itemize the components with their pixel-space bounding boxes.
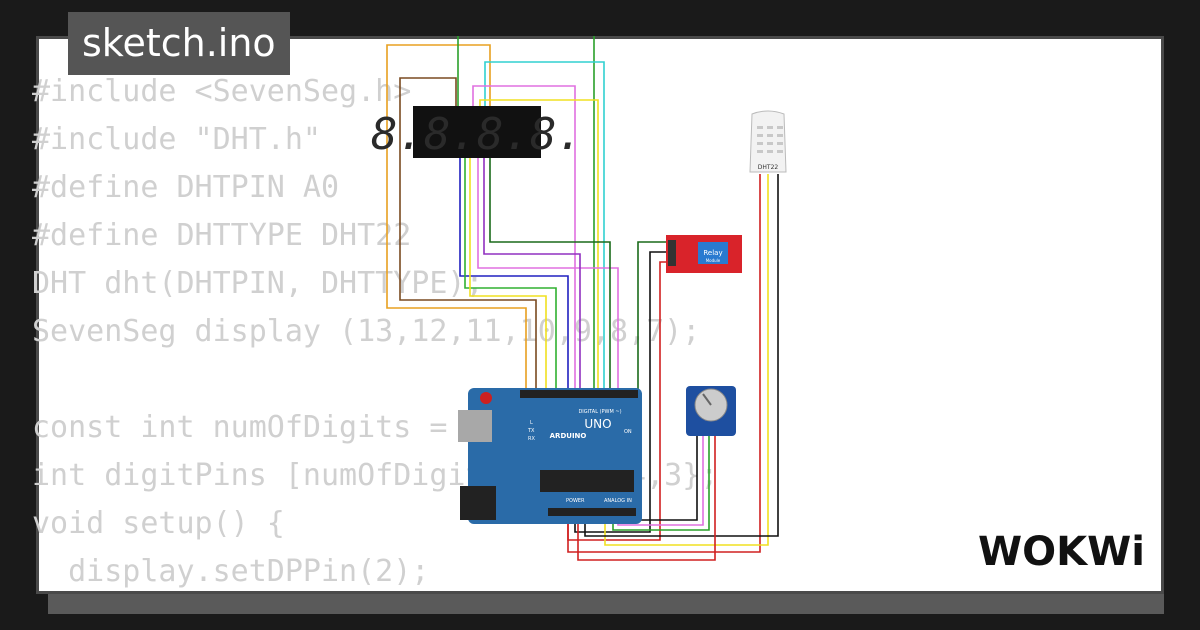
arduino-on-label: ON [624, 429, 632, 435]
code-line: #define DHTTYPE DHT22 [32, 218, 412, 253]
code-line: #include "DHT.h" [32, 122, 321, 157]
relay-sublabel: Module [706, 258, 721, 263]
relay-module: Relay Module [666, 235, 742, 273]
code-line: #include <SevenSeg.h> [32, 74, 412, 109]
arduino-tx-label: TX [527, 428, 535, 434]
code-line: #define DHTPIN A0 [32, 170, 340, 205]
relay-label: Relay [703, 249, 722, 257]
code-line: SevenSeg display (13,12,11,10,9,8,7); [32, 314, 701, 349]
wires [386, 36, 779, 561]
arduino-model: UNO [584, 417, 611, 431]
code-line: display.setDPPin(2); [32, 554, 430, 589]
dht22-label: DHT22 [758, 164, 779, 171]
seven-segment-digits: 8.8.8.8. [371, 109, 583, 160]
arduino-uno: DIGITAL (PWM ~) ARDUINO UNO ON L TX RX P… [458, 388, 642, 524]
sketch-title: sketch.ino [68, 12, 290, 75]
seven-segment-display: 8.8.8.8. [371, 106, 583, 160]
potentiometer [686, 386, 736, 436]
arduino-rx-label: RX [528, 436, 535, 442]
dht22-sensor: DHT22 [749, 110, 787, 173]
arduino-analog-label: ANALOG IN [604, 498, 632, 504]
wokwi-logo: WOKWi [978, 529, 1145, 575]
arduino-digital-label: DIGITAL (PWM ~) [578, 409, 621, 415]
wokwi-logo-text: WOKWi [978, 529, 1145, 575]
code-line: void setup() { [32, 506, 285, 541]
arduino-power-label: POWER [566, 498, 585, 504]
arduino-l-label: L [530, 420, 533, 426]
arduino-brand: ARDUINO [550, 432, 587, 440]
code-line: DHT dht(DHTPIN, DHTTYPE); [32, 266, 484, 301]
